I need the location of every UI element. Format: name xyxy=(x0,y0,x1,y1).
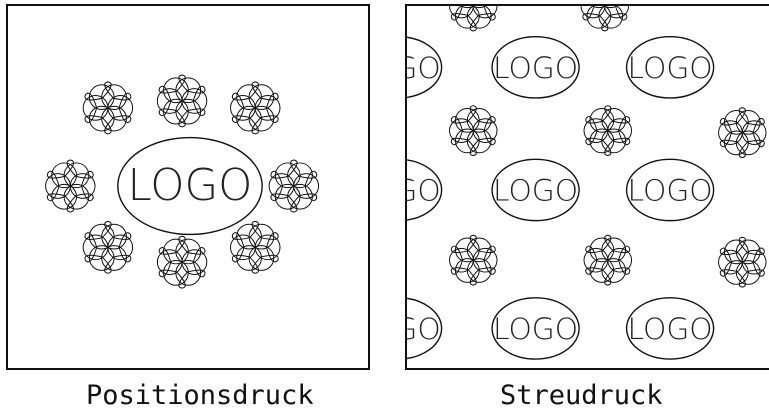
positionsdruck-caption: Positionsdruck xyxy=(86,380,314,411)
logo-text: LOGO xyxy=(493,50,578,85)
logo-text: LOGO xyxy=(407,50,441,85)
flower-icon xyxy=(718,107,767,159)
flower-icon xyxy=(156,74,208,128)
flower-icon xyxy=(449,234,498,286)
streudruck-illustration: LOGO LOGO LOGO LOGO LOGO LOGO LOGO LOGO LOGO xyxy=(407,6,767,360)
flower-icon xyxy=(156,235,208,289)
logo-badge: LOGO xyxy=(625,297,715,360)
logo-badge: LOGO xyxy=(625,35,715,99)
logo-ellipse xyxy=(625,35,715,99)
logo-ellipse xyxy=(491,35,580,99)
flower-icon xyxy=(580,6,630,32)
logo-badge: LOGO xyxy=(491,158,580,222)
flower-icon xyxy=(449,6,498,32)
logo-ellipse xyxy=(625,297,715,360)
flower-icon xyxy=(230,220,281,274)
flower-icon xyxy=(230,81,281,135)
logo-text: LOGO xyxy=(628,311,713,346)
logo-text: LOGO xyxy=(628,50,713,85)
flower-icon xyxy=(718,236,767,288)
logo-ellipse xyxy=(407,159,443,221)
logo-ellipse xyxy=(407,297,443,360)
logo-badge: LOGO xyxy=(117,136,263,236)
logo-ellipse xyxy=(407,36,443,99)
flower-icon xyxy=(45,159,96,213)
logo-badge: LOGO xyxy=(491,35,580,99)
logo-badge: LOGO xyxy=(407,297,443,360)
logo-ellipse xyxy=(625,158,715,222)
positionsdruck-illustration: LOGO xyxy=(45,74,320,289)
flower-icon xyxy=(82,220,134,274)
logo-text: LOGO xyxy=(493,311,578,346)
logo-text: LOGO xyxy=(628,172,713,207)
logo-text: LOGO xyxy=(493,172,578,207)
logo-text: LOGO xyxy=(407,311,441,346)
logo-ellipse xyxy=(491,297,580,360)
logo-text: LOGO xyxy=(128,161,253,211)
logo-badge: LOGO xyxy=(407,36,443,99)
streudruck-panel: LOGO LOGO LOGO LOGO LOGO LOGO LOGO LOGO LOGO xyxy=(405,4,769,370)
flower-icon xyxy=(268,159,320,213)
logo-ellipse xyxy=(117,136,263,236)
logo-badge: LOGO xyxy=(625,158,715,222)
logo-badge: LOGO xyxy=(491,297,580,360)
flower-icon xyxy=(449,105,498,157)
streudruck-caption: Streudruck xyxy=(500,380,663,411)
flower-icon xyxy=(82,81,134,135)
positionsdruck-panel: LOGO xyxy=(6,4,370,370)
logo-text: LOGO xyxy=(407,172,441,207)
flower-icon xyxy=(583,105,633,157)
logo-ellipse xyxy=(491,158,580,222)
flower-icon xyxy=(583,234,633,286)
logo-badge: LOGO xyxy=(407,159,443,221)
